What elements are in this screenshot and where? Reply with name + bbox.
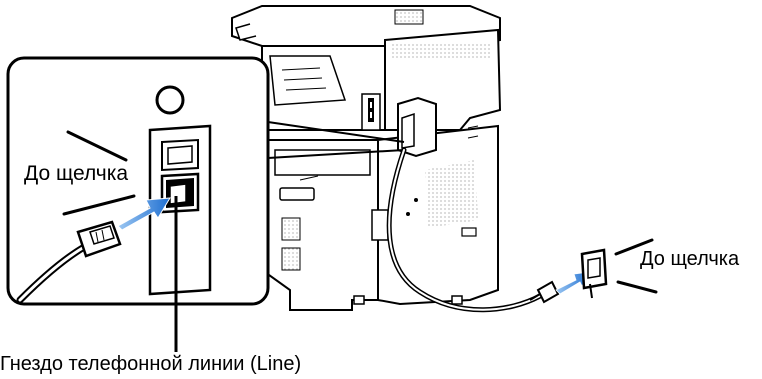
line-jack-caption: Гнездо телефонной линии (Line) <box>0 353 301 376</box>
wall-jack-icon <box>582 250 606 298</box>
click-label-right: До щелчка <box>640 248 739 271</box>
click-label-left: До щелчка <box>22 162 130 186</box>
